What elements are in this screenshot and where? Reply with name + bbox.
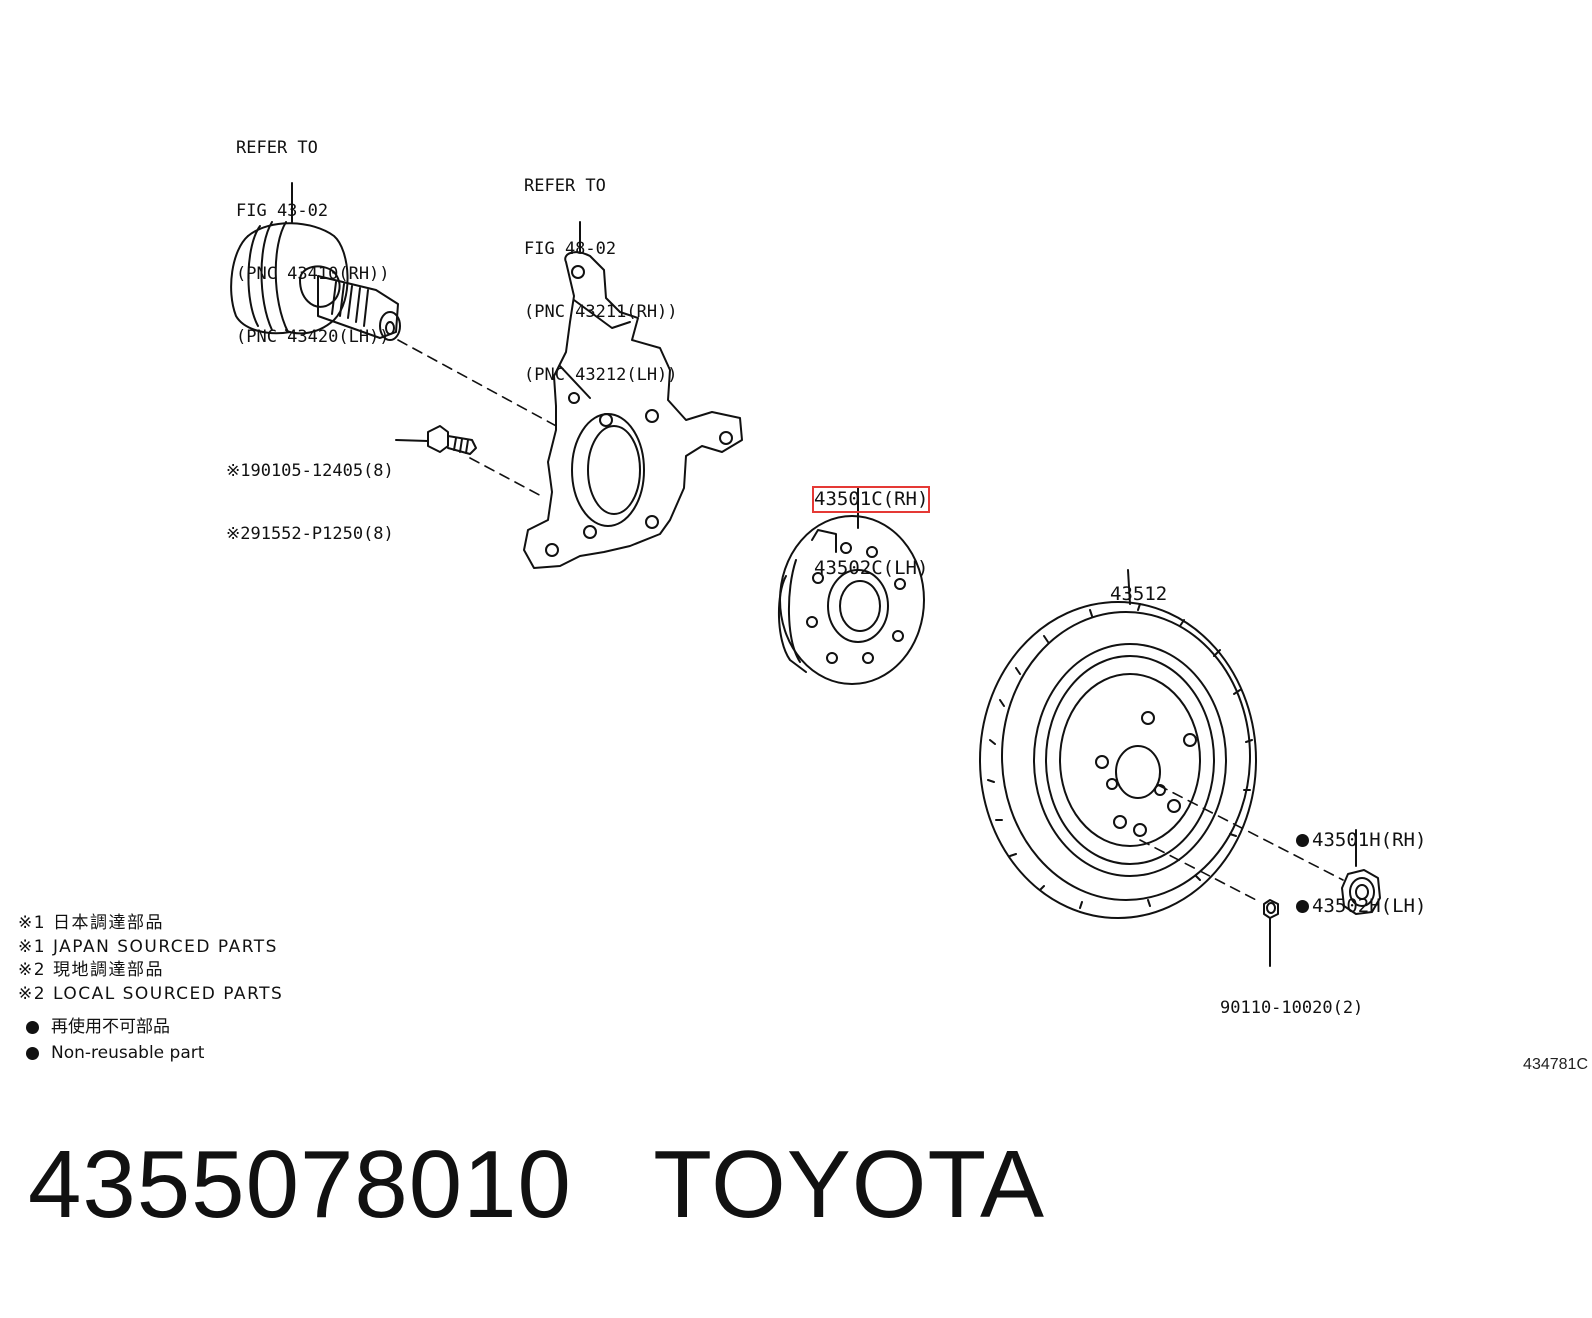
part-number-title: 4355078010 TOYOTA xyxy=(28,1131,1046,1238)
brake-disc xyxy=(979,601,1257,919)
steering-knuckle xyxy=(523,251,743,569)
bolt-part-numbers: ※190105-12405(8) ※291552-P1250(8) xyxy=(226,419,394,566)
hub-nut xyxy=(1341,869,1381,915)
legend: 再使用不可部品 Non-reusable part xyxy=(26,1014,204,1066)
driveshaft-reference-label: REFER TO FIG 43-02 (PNC 43410(RH)) (PNC … xyxy=(236,96,390,369)
part-number-highlighted[interactable]: 43501C(RH) xyxy=(811,486,931,513)
legend-item: Non-reusable part xyxy=(26,1040,204,1066)
disc-screw xyxy=(1263,899,1279,919)
bullet-icon xyxy=(26,1020,39,1034)
non-reusable-mark-icon xyxy=(1296,834,1309,847)
reference-line: (PNC 43410(RH)) xyxy=(236,264,390,284)
sourcing-notes: ※1 日本調達部品 ※1 JAPAN SOURCED PARTS ※2 現地調達… xyxy=(18,912,283,1006)
part-number: ※291552-P1250(8) xyxy=(226,524,394,544)
reference-line: (PNC 43420(LH)) xyxy=(236,327,390,347)
drive-shaft-joint xyxy=(230,221,401,341)
figure-code: 434781C xyxy=(1523,1056,1588,1073)
part-number: 43512 xyxy=(1110,583,1168,605)
legend-item: 再使用不可部品 xyxy=(26,1014,204,1040)
reference-line: (PNC 43211(RH)) xyxy=(524,302,678,322)
reference-line: FIG 48-02 xyxy=(524,239,617,259)
part-number: ※190105-12405(8) xyxy=(226,461,394,481)
reference-line: REFER TO xyxy=(524,176,606,196)
note-line: ※1 日本調達部品 xyxy=(18,913,164,933)
part-number: 43502C(LH) xyxy=(814,557,929,579)
non-reusable-mark-icon xyxy=(1296,900,1309,913)
exploded-parts-diagram xyxy=(230,182,1381,967)
reference-line: FIG 43-02 xyxy=(236,201,329,221)
part-number-row: 43502H(LH) xyxy=(1296,895,1426,917)
assembly-axes xyxy=(397,339,1344,903)
part-number: 43501H(RH) xyxy=(1312,829,1427,851)
hub-part-numbers: 43501C(RH) 43502C(LH) xyxy=(811,442,931,603)
part-number-row: 43501H(RH) xyxy=(1296,829,1426,851)
note-line: ※1 JAPAN SOURCED PARTS xyxy=(18,936,278,957)
knuckle-bolt xyxy=(427,425,477,455)
hub-bearing xyxy=(778,515,925,685)
part-number: 90110-10020(2) xyxy=(1220,998,1364,1018)
part-number: 43502H(LH) xyxy=(1312,895,1427,917)
legend-label: Non-reusable part xyxy=(51,1043,205,1063)
bullet-icon xyxy=(26,1046,39,1060)
disc-part-number: 43512 xyxy=(1110,542,1167,626)
screw-part-number: 90110-10020(2) xyxy=(1220,956,1363,1040)
note-line: ※2 LOCAL SOURCED PARTS xyxy=(18,983,284,1004)
reference-line: REFER TO xyxy=(236,138,318,158)
highlighted-part-label[interactable]: 43501C(RH) xyxy=(811,486,931,513)
nut-part-numbers: 43501H(RH) 43502H(LH) xyxy=(1296,785,1426,939)
knuckle-reference-label: REFER TO FIG 48-02 (PNC 43211(RH)) (PNC … xyxy=(524,134,678,407)
leader-lines xyxy=(291,182,1357,967)
note-line: ※2 現地調達部品 xyxy=(18,960,164,980)
legend-label: 再使用不可部品 xyxy=(51,1017,170,1037)
reference-line: (PNC 43212(LH)) xyxy=(524,365,678,385)
